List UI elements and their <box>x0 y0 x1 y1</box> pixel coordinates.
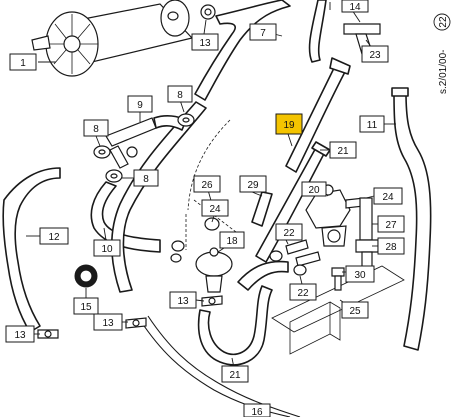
fuel-line-16 <box>139 319 291 417</box>
callout-26-label: 26 <box>201 180 213 191</box>
y-piece-9 <box>105 117 157 169</box>
clamp-8b <box>93 145 111 159</box>
callout-8a-label: 8 <box>177 90 183 101</box>
callout-8b-label: 8 <box>93 124 99 135</box>
callout-11-label: 11 <box>367 120 378 131</box>
callout-23-label: 23 <box>369 50 381 61</box>
callout-14: 14 <box>341 0 369 13</box>
hose-29 <box>251 191 273 227</box>
callout-13d: 13 <box>93 313 123 331</box>
callout-23: 23 <box>361 45 389 63</box>
callout-13b-label: 13 <box>177 296 189 307</box>
callout-22b: 22 <box>289 283 317 301</box>
callout-21b: 21 <box>221 365 249 383</box>
callout-13a: 13 <box>191 33 219 51</box>
callout-24a: 24 <box>373 187 403 205</box>
hose-19 <box>285 63 347 173</box>
callout-8c: 8 <box>133 169 159 187</box>
nipple-22 <box>269 239 321 276</box>
callout-28: 28 <box>377 237 405 255</box>
clamp-13d <box>201 295 223 307</box>
callout-7-label: 7 <box>260 28 266 39</box>
bracket-part-25 <box>271 265 405 355</box>
callout-27-label: 27 <box>385 220 397 231</box>
callout-14-label: 14 <box>349 2 361 13</box>
callout-15: 15 <box>73 297 99 315</box>
callout-22a-label: 22 <box>283 228 295 239</box>
callout-10-label: 10 <box>101 244 113 255</box>
callout-12-label: 12 <box>48 232 60 243</box>
callout-22b-label: 22 <box>297 288 309 299</box>
clamp-8a <box>177 113 195 127</box>
clamp-13c <box>125 317 147 329</box>
callout-19-label: 19 <box>283 120 295 131</box>
canister-part <box>31 0 194 77</box>
callout-24b-label: 24 <box>209 204 221 215</box>
callout-27: 27 <box>377 215 405 233</box>
callout-13d-label: 13 <box>102 318 114 329</box>
bolt-30 <box>331 267 345 291</box>
callout-1-label: 1 <box>20 58 26 69</box>
callout-20: 20 <box>301 181 327 197</box>
callout-1: 1 <box>9 53 37 71</box>
hose-12 <box>2 167 61 333</box>
callout-29: 29 <box>239 175 267 193</box>
callout-18: 18 <box>219 231 245 249</box>
callout-22a: 22 <box>275 223 303 241</box>
hose-11 <box>393 91 432 351</box>
callout-25: 25 <box>341 301 369 319</box>
callout-28-label: 28 <box>385 242 397 253</box>
callout-11: 11 <box>359 115 385 133</box>
callout-13c: 13 <box>5 325 35 343</box>
hose-21-lower <box>197 285 273 366</box>
callout-13a-label: 13 <box>199 38 211 49</box>
reference-note-circled: 22 <box>438 16 449 28</box>
clamp-13a <box>200 4 216 20</box>
callout-16: 16 <box>243 403 271 417</box>
clamp-13b <box>37 329 59 339</box>
callout-24a-label: 24 <box>382 192 394 203</box>
hose-7 <box>194 0 291 101</box>
fittings-24-27-28 <box>355 197 379 271</box>
callout-30-label: 30 <box>354 270 366 281</box>
callout-10: 10 <box>93 239 121 257</box>
callout-30: 30 <box>345 265 375 283</box>
callout-8a: 8 <box>167 85 193 103</box>
callout-21a: 21 <box>329 141 357 159</box>
callout-8c-label: 8 <box>143 174 149 185</box>
callout-15-label: 15 <box>80 302 92 313</box>
callout-13b: 13 <box>169 291 197 309</box>
reference-note-text: s.2/01/00- <box>438 50 449 94</box>
reference-note: s.2/01/00- 22 <box>433 13 451 94</box>
callout-24b: 24 <box>201 199 229 217</box>
callout-20-label: 20 <box>308 185 320 196</box>
clamp-misc <box>170 217 220 263</box>
callout-29-label: 29 <box>247 180 259 191</box>
callout-26: 26 <box>193 175 221 193</box>
callout-21a-label: 21 <box>337 146 349 157</box>
hose-10 <box>90 181 161 253</box>
hose-14 <box>308 0 327 63</box>
hose-26 <box>110 101 207 293</box>
callout-18-label: 18 <box>226 236 238 247</box>
valve-18 <box>195 247 233 293</box>
callout-19-highlighted: 19 <box>275 113 303 135</box>
hose-21-upper <box>255 143 327 263</box>
callout-21b-label: 21 <box>229 370 241 381</box>
grommet-15 <box>74 264 98 288</box>
callout-8b: 8 <box>83 119 109 137</box>
callout-13c-label: 13 <box>14 330 26 341</box>
callout-9-label: 9 <box>137 100 143 111</box>
callout-12: 12 <box>39 227 69 245</box>
callout-16-label: 16 <box>251 407 263 417</box>
callout-25-label: 25 <box>349 306 361 317</box>
callout-7: 7 <box>249 23 277 41</box>
clamp-8c <box>105 169 123 183</box>
callout-9: 9 <box>127 95 153 113</box>
